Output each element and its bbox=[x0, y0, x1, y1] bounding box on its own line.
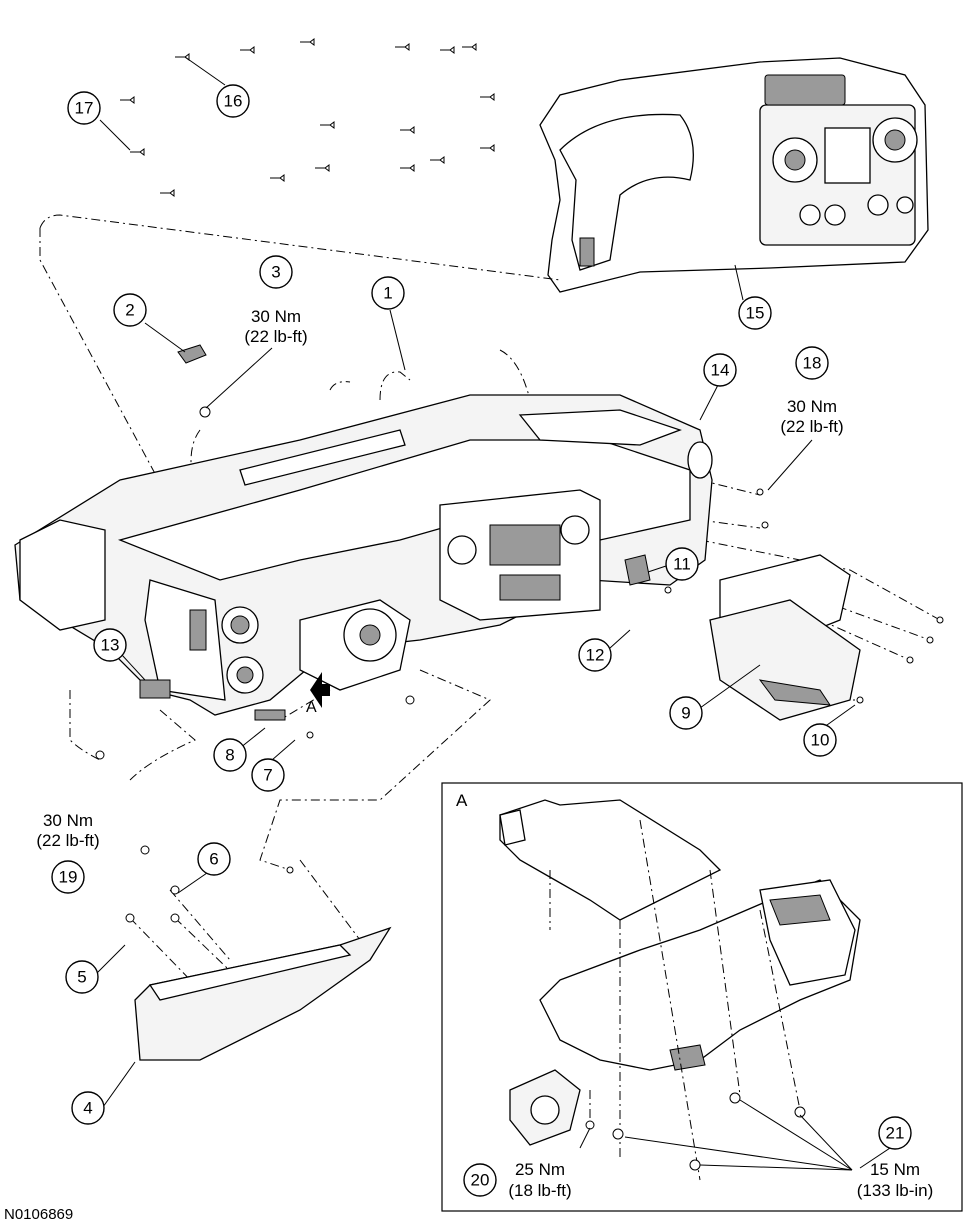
right-lower-panel bbox=[709, 554, 861, 721]
svg-text:7: 7 bbox=[263, 766, 272, 785]
detail-a-fastener-lines bbox=[549, 819, 806, 1181]
callout-9: 9 bbox=[669, 696, 703, 730]
callout-20: 20 bbox=[463, 1163, 497, 1197]
view-arrow-label: A bbox=[306, 699, 317, 716]
callouts: 1 2 3 4 5 6 7 8 9 10 11 12 13 14 15 16 1… bbox=[51, 84, 912, 1197]
svg-text:20: 20 bbox=[471, 1171, 490, 1190]
svg-text:5: 5 bbox=[77, 968, 86, 987]
instrument-panel-finish-panel bbox=[539, 57, 929, 293]
svg-text:14: 14 bbox=[711, 361, 730, 380]
svg-text:(22 lb-ft): (22 lb-ft) bbox=[36, 831, 99, 850]
svg-text:9: 9 bbox=[681, 704, 690, 723]
callout-12: 12 bbox=[578, 638, 612, 672]
retaining-clips-16-17 bbox=[120, 38, 495, 197]
callout-17: 17 bbox=[67, 91, 101, 125]
callout-14: 14 bbox=[703, 353, 737, 387]
svg-text:1: 1 bbox=[383, 284, 392, 303]
svg-text:(18 lb-ft): (18 lb-ft) bbox=[508, 1181, 571, 1200]
svg-text:6: 6 bbox=[209, 850, 218, 869]
torque-spec-item-3: 30 Nm (22 lb-ft) bbox=[244, 307, 307, 346]
instrument-panel-assembly: A bbox=[14, 394, 713, 716]
svg-text:4: 4 bbox=[83, 1099, 92, 1118]
svg-text:19: 19 bbox=[59, 868, 78, 887]
svg-text:15 Nm: 15 Nm bbox=[870, 1160, 920, 1179]
callout-1: 1 bbox=[371, 276, 405, 310]
detail-a-label: A bbox=[456, 791, 468, 810]
callout-6: 6 bbox=[197, 842, 231, 876]
svg-text:18: 18 bbox=[803, 354, 822, 373]
fastener-path-lines bbox=[39, 214, 941, 991]
callout-21: 21 bbox=[878, 1116, 912, 1150]
svg-text:3: 3 bbox=[271, 263, 280, 282]
torque-spec-item-19: 30 Nm (22 lb-ft) bbox=[36, 811, 99, 850]
svg-text:2: 2 bbox=[125, 301, 134, 320]
svg-text:(133 lb-in): (133 lb-in) bbox=[857, 1181, 934, 1200]
svg-text:15: 15 bbox=[746, 304, 765, 323]
torque-spec-item-20: 25 Nm (18 lb-ft) bbox=[508, 1160, 571, 1200]
svg-text:8: 8 bbox=[225, 746, 234, 765]
callout-10: 10 bbox=[803, 723, 837, 757]
callout-2: 2 bbox=[113, 293, 147, 327]
svg-text:25 Nm: 25 Nm bbox=[515, 1160, 565, 1179]
svg-text:30 Nm: 30 Nm bbox=[787, 397, 837, 416]
torque-specs: 30 Nm (22 lb-ft) 30 Nm (22 lb-ft) 30 Nm … bbox=[36, 307, 933, 1200]
svg-text:30 Nm: 30 Nm bbox=[251, 307, 301, 326]
svg-text:21: 21 bbox=[886, 1124, 905, 1143]
callout-8: 8 bbox=[213, 738, 247, 772]
svg-text:13: 13 bbox=[101, 636, 120, 655]
detail-a-frame bbox=[441, 782, 963, 1212]
svg-text:12: 12 bbox=[586, 646, 605, 665]
svg-text:(22 lb-ft): (22 lb-ft) bbox=[780, 417, 843, 436]
callout-7: 7 bbox=[251, 758, 285, 792]
steering-column-support-bracket bbox=[499, 799, 861, 1146]
callout-5: 5 bbox=[65, 960, 99, 994]
svg-text:(22 lb-ft): (22 lb-ft) bbox=[244, 327, 307, 346]
svg-text:10: 10 bbox=[811, 731, 830, 750]
torque-spec-item-18: 30 Nm (22 lb-ft) bbox=[780, 397, 843, 436]
callout-11: 11 bbox=[665, 547, 699, 581]
glove-box bbox=[134, 926, 392, 1061]
torque-spec-item-21: 15 Nm (133 lb-in) bbox=[857, 1160, 934, 1200]
svg-text:17: 17 bbox=[75, 99, 94, 118]
figure-id: N0106869 bbox=[4, 1206, 74, 1223]
callout-16: 16 bbox=[216, 84, 250, 118]
callout-19: 19 bbox=[51, 860, 85, 894]
callout-4: 4 bbox=[71, 1091, 105, 1125]
callout-13: 13 bbox=[93, 628, 127, 662]
callout-15: 15 bbox=[738, 296, 772, 330]
small-hardware bbox=[95, 344, 944, 923]
svg-text:16: 16 bbox=[224, 92, 243, 111]
callout-3: 3 bbox=[259, 255, 293, 289]
callout-leaders bbox=[94, 56, 891, 1171]
svg-text:11: 11 bbox=[673, 555, 691, 574]
svg-text:30 Nm: 30 Nm bbox=[43, 811, 93, 830]
callout-18: 18 bbox=[795, 346, 829, 380]
